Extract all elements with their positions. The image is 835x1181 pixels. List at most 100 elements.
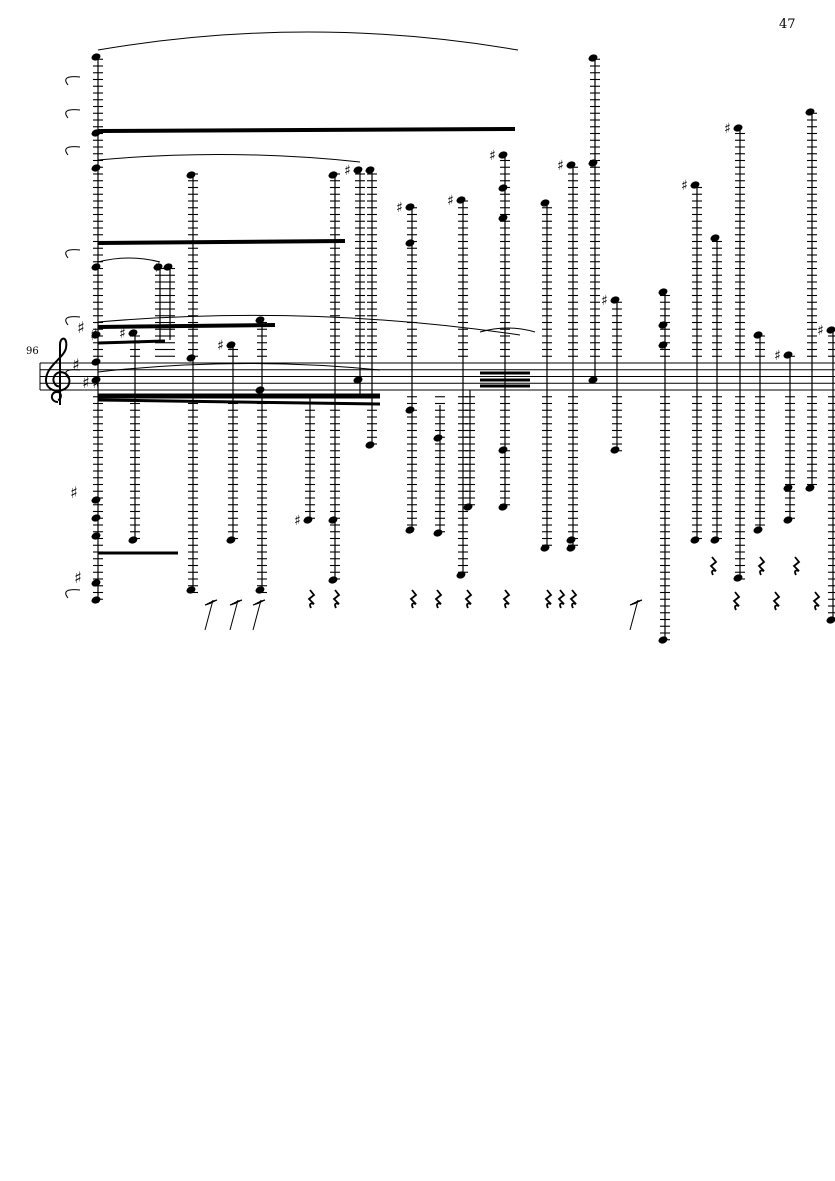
slur (65, 369, 81, 379)
notehead (566, 544, 576, 552)
notehead (783, 484, 793, 492)
notehead (255, 316, 265, 324)
slur (97, 153, 361, 163)
staff (39, 362, 835, 391)
beam (97, 127, 516, 133)
notehead (405, 526, 415, 534)
notehead (540, 544, 550, 552)
quarter-rest-icon (464, 589, 473, 609)
sharp-icon: ♯ (72, 355, 80, 374)
key-signature: ♯♯♯♯♯♯♯ (70, 318, 100, 587)
measure-number: 96 (26, 346, 39, 357)
sharp-icon: ♯ (70, 483, 78, 502)
notehead (226, 341, 236, 349)
notehead (456, 196, 466, 204)
slur (65, 146, 81, 156)
notehead (805, 108, 815, 116)
notehead (91, 164, 101, 172)
tremolo-stem (229, 599, 239, 631)
notehead (588, 159, 598, 167)
beam (97, 239, 346, 245)
tremolo-stem (252, 599, 262, 631)
notehead (328, 171, 338, 179)
slur (97, 362, 381, 373)
notehead (753, 526, 763, 534)
notehead (328, 516, 338, 524)
notehead (733, 574, 743, 582)
sharp-icon: ♯ (557, 158, 564, 174)
notehead (566, 161, 576, 169)
quarter-rest-icon (757, 556, 766, 576)
sharp-icon: ♯ (217, 338, 224, 354)
sharp-icon: ♯ (724, 121, 731, 137)
notehead (783, 351, 793, 359)
quarter-rest-icon (502, 589, 511, 609)
notehead (826, 326, 835, 334)
treble-clef-icon (44, 337, 71, 405)
quarter-rest-icon (709, 556, 718, 576)
notehead (498, 214, 508, 222)
quarter-rest-icon (544, 589, 553, 609)
tremolo-mark (235, 599, 243, 603)
sharp-icon: ♯ (817, 323, 824, 339)
sharp-icon: ♯ (119, 326, 126, 342)
notehead (753, 331, 763, 339)
beam (97, 339, 166, 345)
rests (204, 556, 821, 631)
slur (65, 589, 81, 599)
notehead (163, 263, 173, 271)
slur (65, 109, 81, 119)
notehead (405, 406, 415, 414)
sharp-icon: ♯ (447, 193, 454, 209)
notehead (498, 184, 508, 192)
notehead (91, 514, 101, 522)
quarter-rest-icon (569, 589, 578, 609)
sharp-icon: ♯ (489, 148, 496, 164)
notehead (658, 288, 668, 296)
notehead (353, 166, 363, 174)
notehead (186, 586, 196, 594)
quarter-rest-icon (812, 591, 821, 611)
notehead (226, 536, 236, 544)
sharp-icon: ♯ (154, 260, 161, 276)
slur (65, 76, 81, 86)
notehead (365, 441, 375, 449)
notehead (566, 536, 576, 544)
sharp-icon: ♯ (344, 163, 351, 179)
notehead (365, 166, 375, 174)
tremolo-stem (629, 599, 639, 631)
sharp-icon: ♯ (774, 348, 781, 364)
quarter-rest-icon (307, 589, 316, 609)
notehead (463, 503, 473, 511)
notehead (186, 171, 196, 179)
notehead (658, 321, 668, 329)
notehead (91, 331, 101, 339)
notehead (783, 516, 793, 524)
quarter-rest-icon (434, 589, 443, 609)
quarter-rest-icon (792, 556, 801, 576)
notehead (498, 503, 508, 511)
notehead (255, 386, 265, 394)
notehead (588, 54, 598, 62)
slur (97, 31, 519, 51)
notehead (498, 151, 508, 159)
notehead (610, 446, 620, 454)
quarter-rest-icon (332, 589, 341, 609)
notehead (91, 358, 101, 366)
notehead (498, 446, 508, 454)
notehead (255, 586, 265, 594)
notehead (303, 516, 313, 524)
notehead (710, 234, 720, 242)
tremolo-mark (210, 599, 218, 603)
slur (97, 257, 161, 263)
quarter-rest-icon (557, 589, 566, 609)
notehead (733, 124, 743, 132)
notehead (690, 181, 700, 189)
notehead (658, 636, 668, 644)
quarter-rest-icon (409, 589, 418, 609)
quarter-rest-icon (732, 591, 741, 611)
notehead (433, 434, 443, 442)
notehead (588, 376, 598, 384)
sharp-icon: ♯ (681, 178, 688, 194)
